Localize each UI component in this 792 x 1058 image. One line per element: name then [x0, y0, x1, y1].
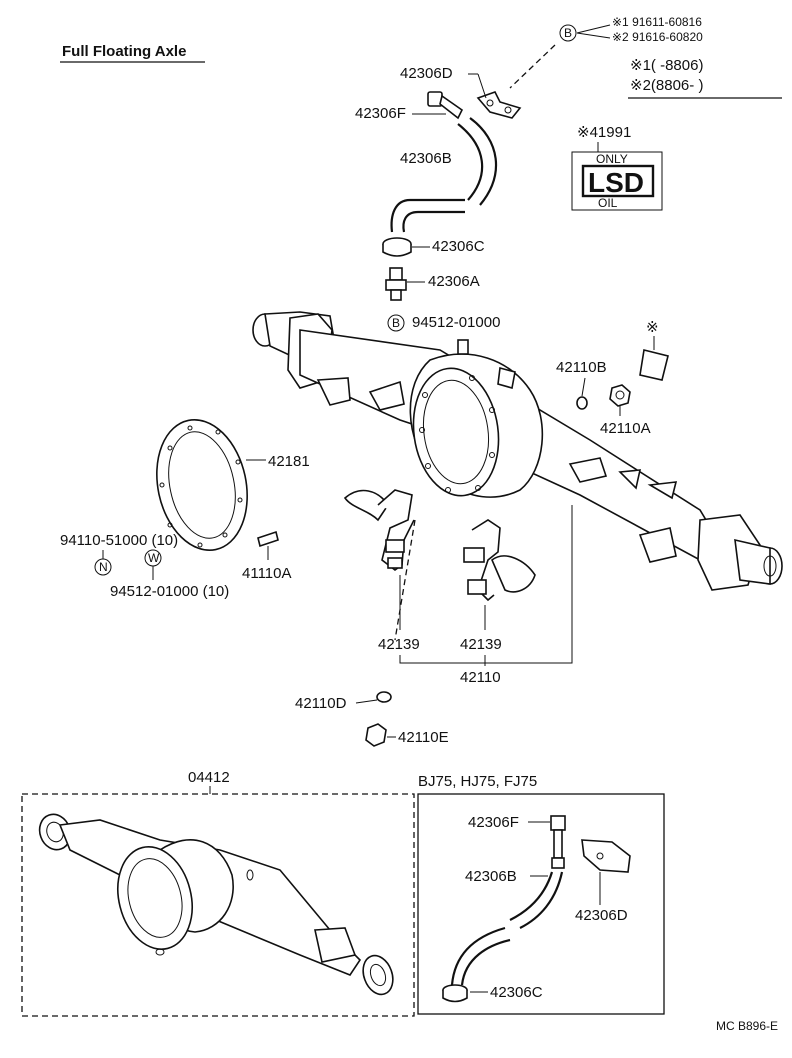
n-nut-circle: N — [94, 558, 112, 576]
gasket-42181 — [156, 418, 248, 552]
bracket-42306d — [476, 91, 522, 119]
inset-clamp-42306c — [442, 984, 468, 1003]
inset-label-42306b: 42306B — [465, 868, 517, 885]
lsd-label-oil: OIL — [598, 196, 618, 210]
inset-hose-42306b — [509, 871, 554, 921]
nut-42110e — [365, 723, 387, 747]
label-42139-right: 42139 — [460, 636, 502, 653]
ref-b-letter: B — [564, 26, 572, 40]
w-letter: W — [148, 551, 160, 565]
legend-note-1: ※1( -8806) — [630, 57, 703, 74]
label-42110e: 42110E — [398, 729, 449, 746]
b-gasket-circle: B — [387, 314, 405, 332]
hose-42306b — [469, 117, 498, 206]
label-94512-01000-10: 94512-01000 (10) — [110, 583, 229, 600]
lsd-label-part-number: ※41991 — [577, 124, 631, 141]
label-42110d: 42110D — [295, 695, 347, 712]
ref-note-2: ※2 91616-60820 — [612, 30, 703, 44]
label-42306a: 42306A — [428, 273, 480, 290]
bearing-cap-right-42139 — [463, 519, 536, 602]
inset-fitting-42306f — [550, 815, 566, 869]
nut-42110a — [609, 384, 631, 407]
label-42110b: 42110B — [556, 359, 607, 376]
ref-note-1: ※1 91611-60816 — [612, 15, 702, 29]
lsd-label-main: LSD — [588, 167, 644, 198]
label-42181: 42181 — [268, 453, 310, 470]
assembly-box-04412 — [21, 793, 415, 1017]
label-42306c: 42306C — [432, 238, 485, 255]
lsd-label-only: ONLY — [596, 152, 628, 166]
footer-code: MC B896-E — [716, 1019, 778, 1033]
label-42139-left: 42139 — [378, 636, 420, 653]
lsd-oil-label: ONLY LSD OIL — [571, 151, 663, 211]
union-42306a — [385, 267, 407, 301]
legend-note-2: ※2(8806- ) — [630, 77, 703, 94]
inset-label-42306c: 42306C — [490, 984, 543, 1001]
label-plate — [639, 349, 669, 381]
w-washer-circle: W — [144, 549, 162, 567]
label-42306d: 42306D — [400, 65, 453, 82]
label-42110a: 42110A — [600, 420, 651, 437]
fitting-42306f — [427, 91, 464, 120]
label-94512-01000: 94512-01000 — [412, 314, 500, 331]
bearing-cap-left-42139 — [343, 489, 415, 571]
label-94110-51000: 94110-51000 (10) — [60, 532, 178, 549]
inset-bracket-42306d — [581, 839, 631, 873]
inset-box — [417, 793, 665, 1015]
star-mark: ※ — [646, 319, 659, 336]
label-41110a: 41110A — [242, 565, 292, 582]
n-letter: N — [99, 560, 108, 574]
inset-header: BJ75, HJ75, FJ75 — [418, 773, 537, 790]
washer-42110b — [576, 396, 588, 410]
axle-assembly-04412 — [38, 813, 394, 996]
inset-label-42306d: 42306D — [575, 907, 628, 924]
b-gasket-letter: B — [392, 316, 400, 330]
label-42306b: 42306B — [400, 150, 452, 167]
hose-42306b-lower — [390, 198, 465, 233]
label-42110: 42110 — [460, 669, 501, 686]
inset-label-42306f: 42306F — [468, 814, 519, 831]
axle-housing — [252, 311, 783, 591]
diagram-title: Full Floating Axle — [62, 43, 186, 60]
washer-42110d — [376, 691, 392, 703]
label-04412: 04412 — [188, 769, 230, 786]
clamp-42306c — [382, 237, 412, 257]
stud-41110a — [257, 530, 279, 548]
ref-b-circle: B — [559, 24, 577, 42]
label-42306f: 42306F — [355, 105, 406, 122]
